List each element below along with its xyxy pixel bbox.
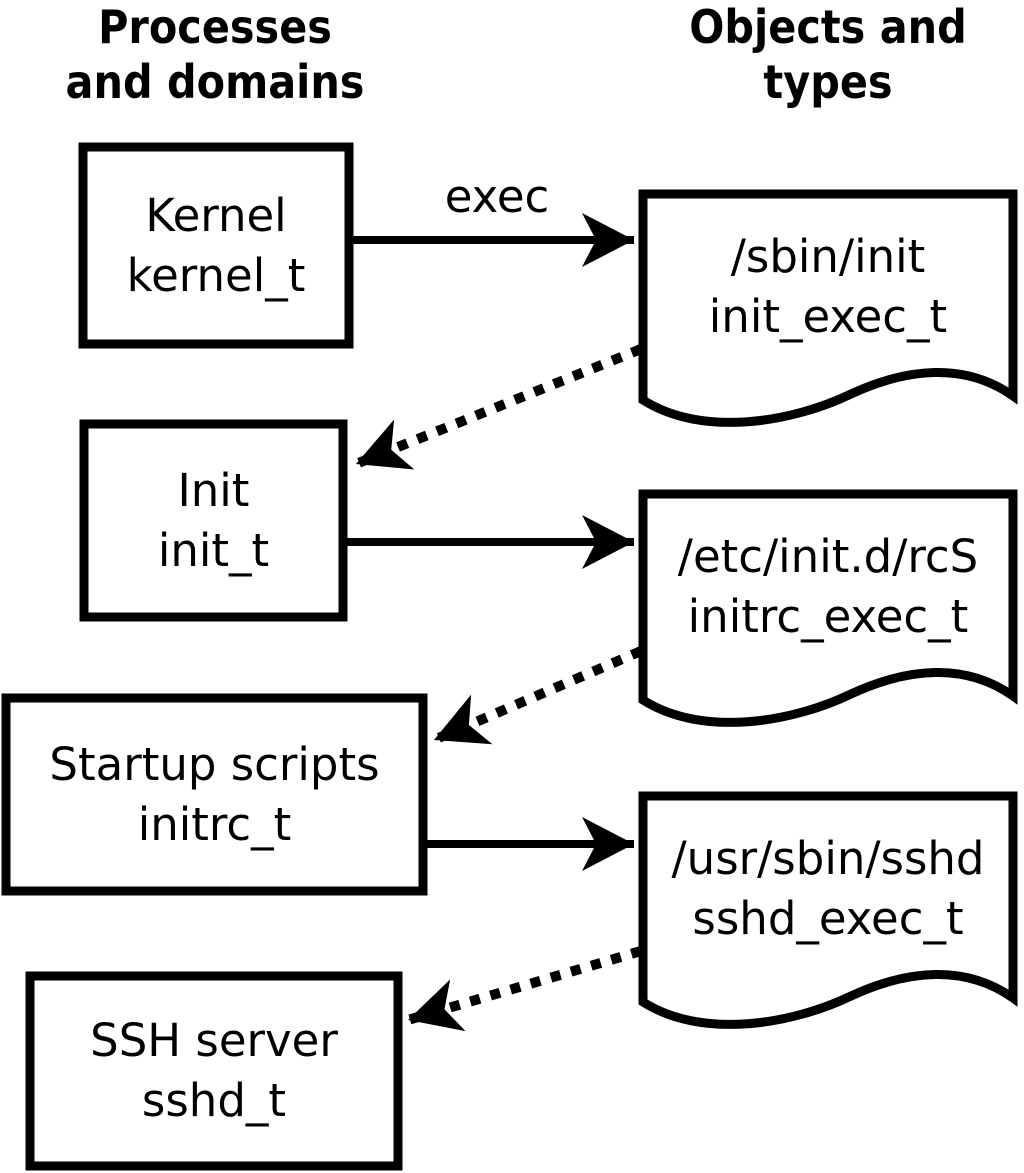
transition-arrow-initrc-exec-to-initrc-t bbox=[432, 646, 643, 745]
document-usr-sbin-sshd bbox=[638, 791, 1018, 1029]
transition-arrow-init-exec-to-init-t bbox=[354, 344, 643, 470]
column-header-objects-and-types: Objects and types bbox=[689, 0, 967, 109]
process-box-label-ssh-server: SSH server sshd_t bbox=[90, 1014, 338, 1127]
document-label-sbin-init: /sbin/init init_exec_t bbox=[708, 229, 948, 343]
process-box-kernel bbox=[78, 142, 354, 349]
transition-arrow-sshd-exec-to-sshd-t bbox=[406, 946, 643, 1032]
process-box-label-startup-scripts: Startup scripts initrc_t bbox=[49, 737, 380, 851]
process-box-startup-scripts bbox=[1, 693, 428, 896]
document-sbin-init bbox=[638, 189, 1018, 427]
process-box-ssh-server bbox=[25, 971, 403, 1171]
column-header-processes-and-domains: Processes and domains bbox=[65, 0, 365, 109]
document-label-etc-initd-rcs: /etc/init.d/rcS initrc_exec_t bbox=[677, 529, 979, 643]
process-box-label-init: Init init_t bbox=[157, 463, 270, 577]
document-etc-initd-rcs bbox=[638, 489, 1018, 727]
document-label-usr-sbin-sshd: /usr/sbin/sshd sshd_exec_t bbox=[671, 831, 985, 945]
process-box-init bbox=[79, 419, 348, 622]
exec-arrow-label: exec bbox=[444, 170, 550, 223]
process-box-label-kernel: Kernel kernel_t bbox=[126, 188, 306, 302]
